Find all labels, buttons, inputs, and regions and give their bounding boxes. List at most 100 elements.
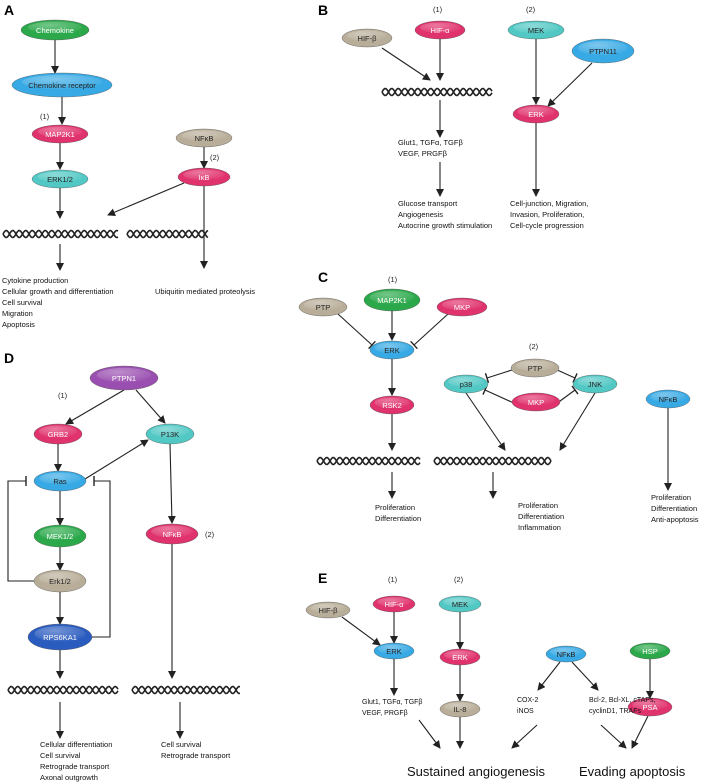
arrow-42 [418, 719, 441, 749]
panel-c-letter: C [318, 269, 328, 285]
node-c-map2k1: MAP2K1 [363, 288, 421, 312]
panel-d-output-2: Cell survival Retrograde transport [161, 740, 231, 760]
node-label-c-ptp2: PTP [528, 364, 543, 373]
node-label-c-erk: ERK [384, 346, 399, 355]
node-label-c-nfkb: NFκB [659, 395, 678, 404]
arrow-27 [84, 439, 149, 480]
node-label-b-erk: ERK [528, 110, 543, 119]
node-c-jnk: JNK [572, 374, 618, 394]
node-e-psa: PSA [627, 697, 673, 717]
dna-strand-3 [381, 87, 493, 97]
node-d-mek12: MEK1/2 [33, 524, 87, 548]
node-label-d-grb2: GRB2 [48, 430, 68, 439]
node-label-e-psa: PSA [642, 703, 657, 712]
panel-a-num1: (1) [40, 112, 50, 121]
node-label-c-jnk: JNK [588, 380, 602, 389]
dna-strand-2 [126, 229, 209, 239]
node-label-d-ptpn1: PTPN1 [112, 374, 136, 383]
inhibition-3 [484, 368, 516, 383]
node-label-d-p13k: P13K [161, 430, 179, 439]
node-label-d-nfkb: NFκB [163, 530, 182, 539]
panel-b-genes: Glut1, TGFα, TGFβ VEGF, PRGFβ [398, 138, 465, 158]
node-e-erk1: ERK [373, 642, 415, 660]
arrow-36 [341, 616, 381, 646]
node-label-d-mek12: MEK1/2 [47, 532, 74, 541]
node-b-mek: MEK [507, 20, 565, 40]
node-label-a-chemokine: Chemokine [36, 26, 74, 35]
panel-e-outcome-1: Sustained angiogenesis [407, 764, 546, 779]
arrow-43 [537, 661, 561, 691]
dna-strands [2, 87, 552, 695]
node-a-chemokine: Chemokine [20, 19, 90, 41]
node-label-e-il8: IL-8 [454, 705, 467, 714]
node-c-rsk2: RSK2 [369, 395, 415, 415]
node-c-ptp: PTP [298, 297, 348, 317]
panel-e-num1: (1) [388, 575, 398, 584]
inhibition-2 [410, 313, 449, 350]
panel-e-letter: E [318, 570, 327, 586]
dna-strand-6 [7, 685, 119, 695]
node-label-d-ras: Ras [53, 477, 67, 486]
node-label-e-mek: MEK [452, 600, 468, 609]
panel-c-num2: (2) [529, 342, 539, 351]
dna-strand-7 [131, 685, 241, 695]
node-label-c-mkp: MKP [454, 303, 470, 312]
arrow-20 [465, 392, 506, 451]
node-label-c-p38: p38 [460, 380, 473, 389]
dna-strand-4 [316, 456, 421, 466]
node-c-erk: ERK [369, 340, 415, 360]
panel-a-letter: A [4, 2, 14, 18]
panel-b-output-1: Glucose transport Angiogenesis Autocrine… [398, 199, 492, 230]
node-d-nfkb: NFκB [145, 523, 199, 545]
node-label-c-ptp: PTP [316, 303, 331, 312]
node-c-nfkb: NFκB [645, 389, 691, 409]
feedback-erk-ras [7, 476, 34, 582]
panel-e-bcl: Bcl-2, Bcl-XL, cTAPs, cyclinD1, TRAFs [589, 697, 657, 715]
node-a-nfkb: NFκB [175, 128, 233, 148]
node-label-a-receptor: Chemokine receptor [28, 81, 96, 90]
panel-b-letter: B [318, 2, 328, 18]
node-label-b-ptpn11: PTPN11 [589, 47, 617, 56]
node-label-a-nfkb: NFκB [195, 134, 214, 143]
node-label-d-erk12: Erk1/2 [49, 577, 71, 586]
panel-b-num2: (2) [526, 5, 536, 14]
node-b-hifa: HIF-α [414, 20, 466, 40]
node-e-hsp: HSP [629, 642, 671, 660]
node-e-il8: IL-8 [439, 700, 481, 718]
arrow-25 [135, 389, 166, 424]
arrow-32 [167, 443, 176, 524]
arrow-12 [547, 62, 593, 107]
node-b-ptpn11: PTPN11 [571, 38, 635, 64]
arrow-46 [511, 724, 538, 749]
node-a-receptor: Chemokine receptor [11, 72, 113, 98]
node-b-erk: ERK [512, 104, 560, 124]
node-d-p13k: P13K [145, 423, 195, 445]
node-label-c-mkp2: MKP [528, 398, 544, 407]
node-label-e-hifb: HIF-β [319, 606, 339, 615]
panel-e-cox: COX-2 iNOS [517, 697, 540, 715]
node-e-hifb: HIF-β [305, 601, 351, 619]
panel-e-genes: Glut1, TGFα, TGFβ VEGF, PRGFβ [362, 699, 424, 717]
node-a-ikb: IκB [177, 167, 231, 187]
node-a-map2k1: MAP2K1 [31, 124, 89, 144]
node-c-mkp: MKP [436, 297, 488, 317]
panel-a-output-2: Ubiquitin mediated proteolysis [155, 287, 255, 296]
node-label-a-erk12: ERK1/2 [47, 175, 73, 184]
inhibition-1 [337, 313, 376, 350]
panel-c-num1: (1) [388, 275, 398, 284]
panel-d-num1: (1) [58, 391, 68, 400]
panel-d-letter: D [4, 350, 14, 366]
dna-strand-5 [433, 456, 552, 466]
node-b-hifb: HIF-β [341, 28, 393, 48]
node-label-b-hifa: HIF-α [431, 26, 451, 35]
arrow-44 [571, 661, 599, 691]
node-e-erk2: ERK [439, 648, 481, 666]
node-e-mek: MEK [438, 595, 482, 613]
node-c-mkp2: MKP [511, 392, 561, 412]
panel-d-num2: (2) [205, 530, 215, 539]
node-d-rps6ka1: RPS6KA1 [27, 623, 93, 651]
node-label-d-rps6ka1: RPS6KA1 [43, 633, 77, 642]
node-label-e-erk1: ERK [386, 647, 401, 656]
